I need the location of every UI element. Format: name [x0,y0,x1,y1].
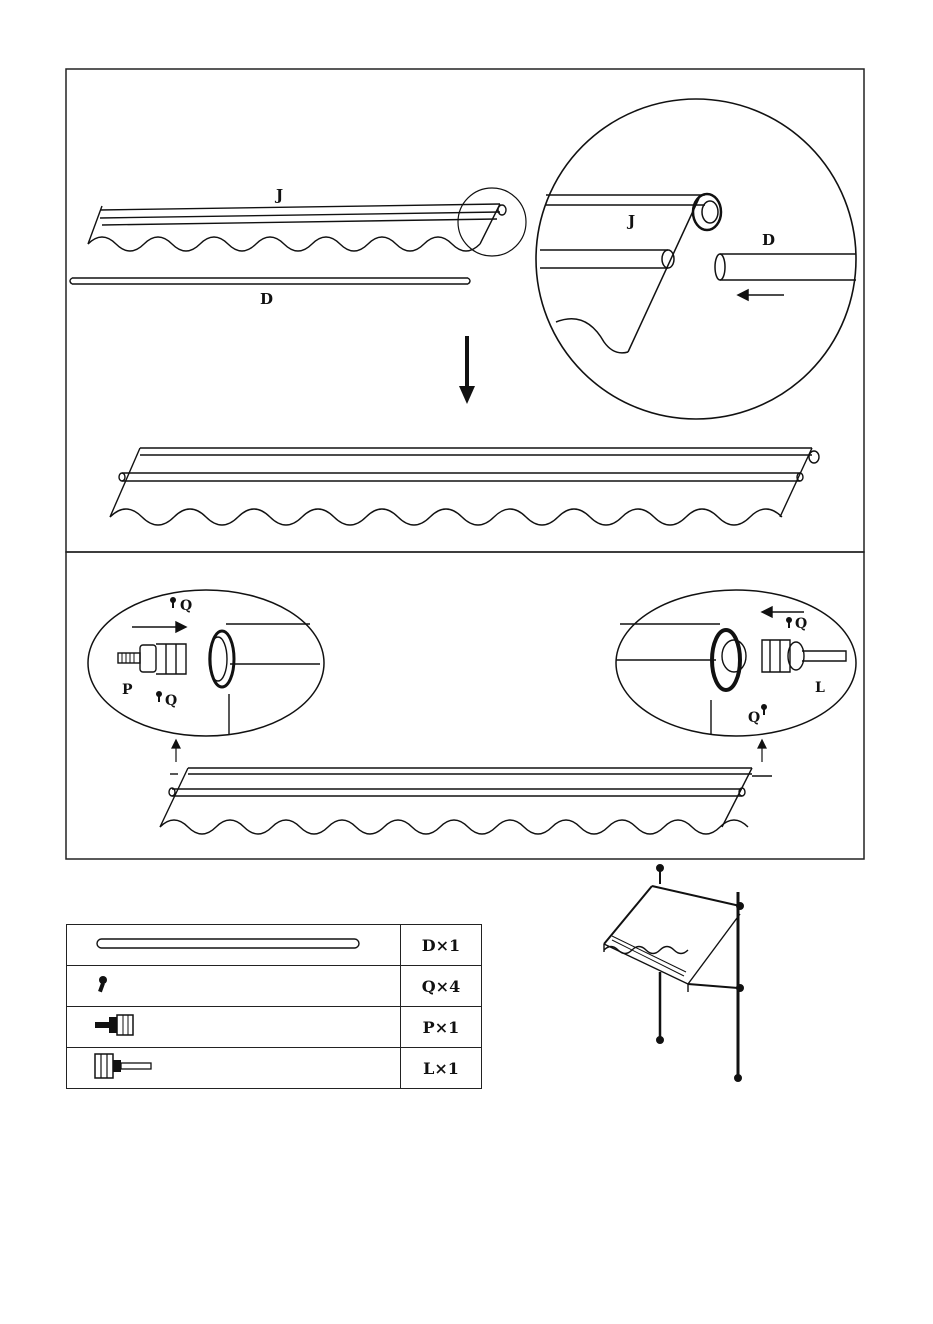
screw-q-icon [761,617,792,715]
rod-d [70,278,470,284]
down-arrow-icon [459,336,475,404]
pointer-arrows [172,740,766,762]
arrow-right-icon [132,622,186,632]
end-cap-l [762,640,846,672]
table-row: D×1 [67,925,482,966]
table-row: P×1 [67,1007,482,1048]
rod-icon [67,925,397,961]
step-panel-1 [66,69,864,552]
label-q-right-bottom: Q [748,710,760,726]
label-l-right: L [815,680,825,696]
label-d-top: D [260,290,273,308]
awning-fabric-j [88,204,506,251]
awning-with-end-caps [160,768,772,834]
part-picture [67,966,401,1007]
label-j-detail: J [626,212,635,230]
label-p-left: P [122,682,133,698]
part-picture [67,925,401,966]
screw-icon [67,966,397,1002]
label-q-right-top: Q [795,616,807,632]
end-cap-p-icon [67,1007,397,1043]
part-quantity: D×1 [400,925,481,966]
label-d-detail: D [762,231,775,249]
end-cap-p [118,644,186,674]
label-q-left-bottom: Q [165,693,177,709]
zoom-circle-large [536,99,856,419]
part-picture [67,1048,401,1089]
completed-awning-illustration [604,865,743,1081]
label-q-left-top: Q [180,598,192,614]
zoom-circle-small [458,188,526,256]
zoom-oval-right [616,590,856,736]
right-end-detail [616,624,746,734]
end-cap-l-icon [67,1048,397,1084]
table-row: L×1 [67,1048,482,1089]
detail-rod-d [715,254,856,280]
table-row: Q×4 [67,966,482,1007]
left-end-detail [209,624,320,734]
insert-arrow-icon [738,290,784,300]
assembled-awning [110,448,819,525]
label-j-top: J [274,186,283,204]
part-quantity: Q×4 [400,966,481,1007]
part-quantity: L×1 [400,1048,481,1089]
part-picture [67,1007,401,1048]
part-quantity: P×1 [400,1007,481,1048]
parts-list-table: D×1 Q×4 P×1 [66,924,482,1089]
